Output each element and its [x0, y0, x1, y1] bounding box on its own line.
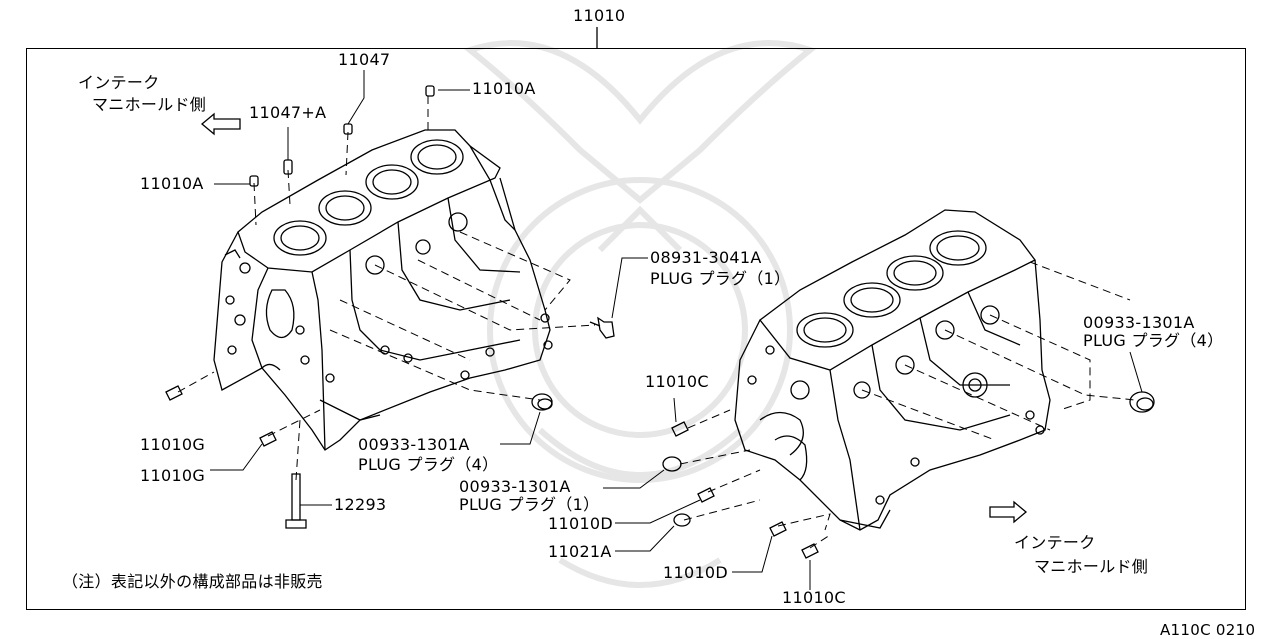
- label-11047A[interactable]: 11047+A: [249, 103, 327, 122]
- intake-right-line1: インテーク: [1014, 533, 1096, 552]
- arrow-intake-right: [989, 500, 1028, 524]
- parts-right: [662, 391, 1155, 559]
- intake-left-line1: インテーク: [78, 73, 160, 92]
- intake-left-line2: マニホールド側: [92, 95, 207, 114]
- arrow-intake-left: [200, 112, 241, 136]
- watermark-emblem: [463, 40, 817, 588]
- label-11010C-lower[interactable]: 11010C: [782, 588, 846, 607]
- footnote: （注）表記以外の構成部品は非販売: [62, 572, 323, 591]
- label-08931-3041A[interactable]: 08931-3041A: [650, 248, 762, 267]
- label-00933-mid[interactable]: 00933-1301A: [358, 435, 470, 454]
- label-11047[interactable]: 11047: [338, 50, 391, 69]
- label-00933-low-desc: PLUG プラグ（1）: [459, 495, 600, 514]
- engine-block-right: [734, 209, 1051, 531]
- label-08931-desc: PLUG プラグ（1）: [650, 269, 791, 288]
- label-11010G-2[interactable]: 11010G: [140, 466, 206, 485]
- label-11010C-upper[interactable]: 11010C: [645, 372, 709, 391]
- label-11010G-1[interactable]: 11010G: [140, 435, 206, 454]
- intake-right-line2: マニホールド側: [1034, 557, 1149, 576]
- label-00933-low[interactable]: 00933-1301A: [459, 477, 571, 496]
- label-11010D-lower[interactable]: 11010D: [663, 563, 729, 582]
- dashed-leaders-left: [177, 96, 596, 481]
- label-00933-right[interactable]: 00933-1301A: [1083, 313, 1195, 332]
- figure-code: A110C 0210: [1160, 621, 1256, 639]
- label-11010A-left[interactable]: 11010A: [140, 174, 204, 193]
- parts-left: [165, 85, 615, 529]
- label-12293[interactable]: 12293: [334, 495, 387, 514]
- label-11010A-top[interactable]: 11010A: [472, 79, 536, 98]
- label-11010D-upper[interactable]: 11010D: [548, 514, 614, 533]
- solid-leaders: [210, 70, 1143, 590]
- label-11021A[interactable]: 11021A: [548, 542, 612, 561]
- dashed-leaders-right: [679, 261, 1136, 549]
- diagram-frame: [26, 48, 1246, 610]
- label-00933-mid-desc: PLUG プラグ（4）: [358, 455, 499, 474]
- label-11010[interactable]: 11010: [573, 6, 626, 25]
- label-00933-right-desc: PLUG プラグ（4）: [1083, 331, 1224, 350]
